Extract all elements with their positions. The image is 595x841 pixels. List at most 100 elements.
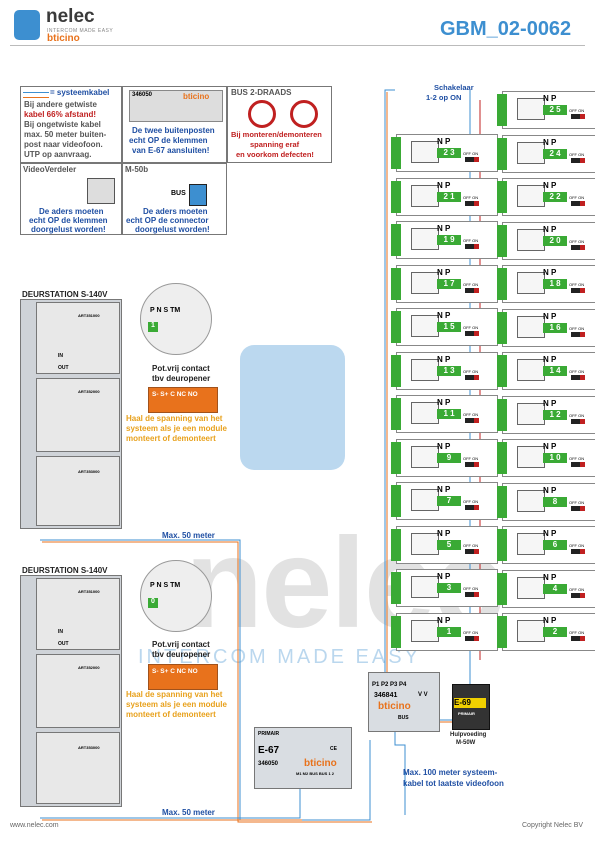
monitor-terminal-icon (391, 485, 401, 517)
monitor-offon-label: OFF ON (569, 151, 585, 157)
bottom-note-2: kabel tot laatste videofoon (403, 779, 504, 788)
monitor-np-label: N P (437, 441, 451, 451)
monitor-offon-label: OFF ON (463, 194, 479, 200)
monitor-offon-label: OFF ON (463, 281, 479, 287)
monitor-np-label: N P (543, 268, 557, 277)
cable-text-2: kabel 66% afstand! (24, 110, 97, 119)
monitor-np-label: N P (437, 180, 451, 190)
monitor-screen-icon (411, 358, 439, 381)
m50b-text-1: De aders moeten (143, 207, 208, 216)
monitor-screen-icon (411, 445, 439, 468)
monitor-offon-label: OFF ON (569, 630, 585, 635)
monitor-address: 1 2 (543, 409, 567, 420)
monitor-screen-icon (411, 141, 439, 163)
monitor-terminal-icon (391, 354, 401, 387)
splitter-bus: BUS (398, 715, 409, 721)
bus-warning-text-1: Bij monteren/demonteren (231, 130, 322, 139)
monitor-switch-icon (465, 157, 479, 162)
monitor-screen-icon (411, 184, 439, 207)
cable-symbol-icon (23, 92, 49, 98)
monitor-terminal-icon (391, 137, 401, 169)
footer-left: www.nelec.com (10, 822, 59, 829)
monitor-switch-icon (465, 548, 479, 554)
videoverdeler-title: VideoVerdeler (23, 165, 77, 174)
station-2-relay-title-1: Pot.vrij contact (152, 640, 210, 649)
e67-primair: PRIMAIR (258, 731, 280, 737)
terminal-block-icon (129, 90, 223, 122)
monitor-np-label: N P (437, 572, 451, 581)
monitor-np-label: N P (543, 181, 557, 190)
brand-partner: bticino (47, 33, 80, 44)
distance-label-2: Max. 50 meter (162, 808, 215, 817)
monitor-terminal-icon (497, 529, 507, 561)
monitor-switch-icon (465, 418, 479, 423)
monitor-screen-icon (411, 619, 439, 642)
monitor-np-label: N P (543, 311, 557, 321)
monitor-screen-icon (517, 359, 545, 381)
monitor-terminal-icon (497, 311, 507, 344)
monitor-np-label: N P (437, 137, 451, 146)
monitor-np-label: N P (543, 529, 557, 538)
psu-code: PRIMAIR (458, 711, 475, 716)
station-1-relay (148, 387, 218, 413)
m50b-text-2: echt OP de connector (126, 216, 209, 225)
monitor-terminal-icon (391, 311, 401, 343)
monitor-offon-label: OFF ON (569, 543, 585, 548)
monitor-offon-label: OFF ON (569, 456, 585, 461)
station-1-note-3: monteert of demonteert (126, 434, 216, 443)
monitor-screen-icon (517, 98, 545, 120)
monitor-screen-icon (517, 141, 545, 164)
monitor-offon-label: OFF ON (463, 151, 479, 156)
monitor-address: 1 (437, 626, 461, 637)
monitor-offon-label: OFF ON (463, 455, 479, 461)
header-divider (10, 45, 585, 46)
monitor-offon-label: OFF ON (463, 542, 479, 548)
monitor-address: 2 3 (437, 148, 461, 158)
terminal-box-code: 346050 (132, 92, 153, 98)
station-2-module-code-1: ART351000 (78, 589, 100, 594)
monitor-address: 1 7 (437, 278, 461, 289)
monitor-np-label: N P (543, 616, 557, 625)
terminal-box-text-3: van E-67 aansluiten! (132, 146, 210, 155)
monitor-screen-icon (411, 271, 439, 294)
terminal-box-text-2: echt OP de klemmen (129, 136, 208, 145)
monitor-switch-icon (465, 331, 479, 336)
monitor-address: 6 (543, 540, 567, 550)
watermark-logo-icon (240, 345, 345, 470)
monitor-terminal-icon (391, 267, 401, 300)
monitor-offon-label: OFF ON (463, 629, 479, 635)
monitor-np-label: N P (437, 311, 451, 320)
monitor-np-label: N P (437, 354, 451, 364)
videoverdeler-text-3: doorgelust worden! (31, 225, 106, 234)
monitor-address: 1 0 (543, 453, 567, 463)
monitor-np-label: N P (543, 485, 557, 495)
monitor-address: 5 (437, 539, 461, 550)
monitor-switch-icon (571, 331, 585, 337)
station-1-title: DEURSTATION S-140V (22, 290, 108, 299)
monitor-address: 3 (437, 583, 461, 593)
e67-terminals: M1 M2 BUS BUS 1 2 (296, 771, 335, 776)
videoverdeler-text-1: De aders moeten (39, 207, 104, 216)
footer-right: Copyright Nelec BV (522, 822, 584, 829)
monitor-terminal-icon (391, 398, 401, 430)
monitor-terminal-icon (497, 485, 507, 518)
e67-unit (254, 727, 352, 789)
monitor-address: 1 8 (543, 279, 567, 289)
monitor-terminal-icon (391, 615, 401, 648)
monitor-offon-label: OFF ON (569, 412, 585, 418)
monitor-screen-icon (517, 315, 545, 338)
legend-box: = systeemkabel Bij andere getwiste kabel… (20, 86, 122, 163)
station-2-module-2 (36, 654, 120, 728)
monitor-switch-icon (571, 418, 585, 424)
